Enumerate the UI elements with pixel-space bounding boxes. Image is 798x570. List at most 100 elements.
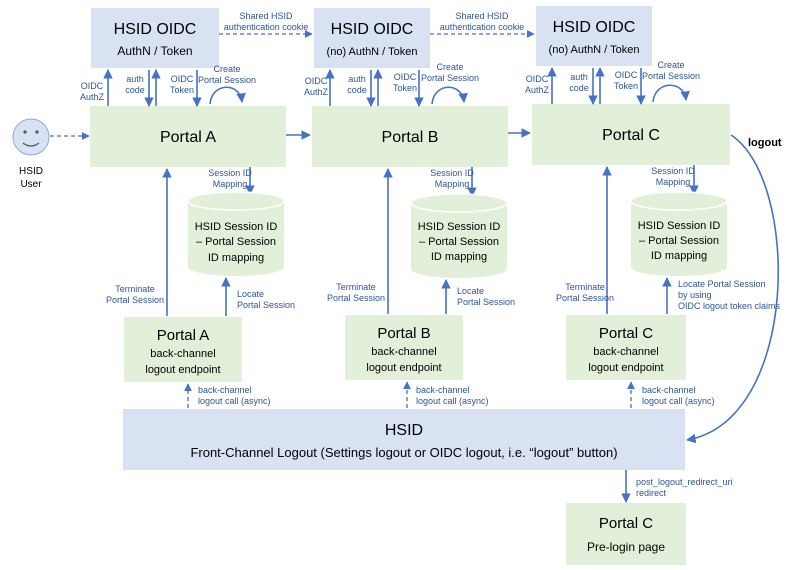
portal-a-label: Portal A — [160, 129, 216, 146]
bc-c-line1: back-channel — [593, 346, 658, 358]
session-db-b: HSID Session ID – Portal Session ID mapp… — [410, 193, 508, 278]
logout-label: logout — [748, 137, 782, 149]
oidc-links-b — [325, 69, 468, 107]
db-c-line2: – Portal Session — [639, 235, 719, 247]
bc-b-title: Portal B — [377, 325, 430, 342]
locate-label-c-3: OIDC logout token claims — [678, 301, 781, 311]
locate-label-c-2: by using — [678, 290, 712, 300]
oidc-box-a: HSID OIDC AuthN / Token — [91, 8, 219, 68]
authz-label-a-2: AuthZ — [80, 92, 105, 102]
oidc-a-title: HSID OIDC — [114, 21, 197, 38]
portal-b-label: Portal B — [382, 129, 439, 146]
bc-a-line1: back-channel — [150, 348, 215, 360]
code-label-b-1: auth — [348, 74, 366, 84]
code-label-c-1: auth — [570, 72, 588, 82]
terminate-label-a-2: Portal Session — [106, 295, 164, 305]
bc-b-line2: logout endpoint — [366, 362, 441, 374]
db-b-line1: HSID Session ID — [418, 221, 501, 233]
bc-call-label-a-2: logout call (async) — [198, 396, 271, 406]
code-label-a-1: auth — [126, 74, 144, 84]
token-label-a-1: OIDC — [171, 74, 194, 84]
terminate-label-a-1: Terminate — [115, 284, 155, 294]
terminate-label-b-2: Portal Session — [327, 293, 385, 303]
bc-call-label-b-2: logout call (async) — [416, 396, 489, 406]
session-map-label-a-2: Mapping — [213, 179, 248, 189]
bc-call-label-c-2: logout call (async) — [642, 396, 715, 406]
oidc-c-title: HSID OIDC — [553, 19, 636, 36]
hsid-title: HSID — [385, 422, 423, 439]
token-label-b-2: Token — [393, 83, 417, 93]
portal-a-box: Portal A — [90, 106, 286, 167]
bc-c-line2: logout endpoint — [588, 362, 663, 374]
prelogin-sub: Pre-login page — [587, 540, 665, 554]
session-db-c: HSID Session ID – Portal Session ID mapp… — [630, 191, 728, 276]
create-label-c-2: Portal Session — [642, 71, 700, 81]
session-map-label-b-1: Session ID — [430, 168, 474, 178]
locate-label-a-1: Locate — [237, 289, 264, 299]
locate-label-a-2: Portal Session — [237, 300, 295, 310]
user-label-1: HSID — [19, 166, 43, 177]
bc-b-line1: back-channel — [371, 346, 436, 358]
oidc-c-sub: (no) AuthN / Token — [549, 44, 640, 56]
db-c-line1: HSID Session ID — [638, 220, 721, 232]
terminate-label-c-2: Portal Session — [556, 293, 614, 303]
oidc-b-title: HSID OIDC — [331, 21, 414, 38]
token-label-c-2: Token — [614, 81, 638, 91]
authz-label-b-2: AuthZ — [304, 87, 329, 97]
prelogin-title: Portal C — [599, 515, 653, 532]
token-label-c-1: OIDC — [615, 70, 638, 80]
session-map-label-c-1: Session ID — [651, 166, 695, 176]
db-a-line2: – Portal Session — [196, 236, 276, 248]
portal-b-box: Portal B — [312, 106, 508, 167]
db-b-line3: ID mapping — [431, 251, 487, 263]
token-label-b-1: OIDC — [394, 72, 417, 82]
user-face-icon — [12, 118, 50, 156]
oidc-a-sub: AuthN / Token — [117, 44, 192, 58]
hsid-box: HSID Front-Channel Logout (Settings logo… — [123, 409, 685, 470]
code-label-b-2: code — [347, 85, 367, 95]
locate-label-c-1: Locate Portal Session — [678, 279, 766, 289]
logout-curve-arrow — [686, 134, 780, 444]
oidc-links-c — [547, 67, 690, 105]
bc-a-title: Portal A — [157, 327, 210, 344]
create-label-b-1: Create — [436, 62, 463, 72]
db-c-line3: ID mapping — [651, 250, 707, 262]
terminate-label-b-1: Terminate — [336, 282, 376, 292]
bc-call-label-b-1: back-channel — [416, 385, 470, 395]
cookie-label-bc-1: Shared HSID — [455, 11, 509, 21]
create-label-a-1: Create — [213, 64, 240, 74]
redirect-label-1: post_logout_redirect_uri — [636, 477, 733, 487]
locate-label-b-1: Locate — [457, 286, 484, 296]
token-label-a-2: Token — [170, 85, 194, 95]
bc-call-label-c-1: back-channel — [642, 385, 696, 395]
session-map-label-c-2: Mapping — [656, 177, 691, 187]
oidc-links-a — [103, 69, 246, 107]
terminate-label-c-1: Terminate — [565, 282, 605, 292]
code-label-c-2: code — [569, 83, 589, 93]
backchannel-box-b: Portal B back-channel logout endpoint — [345, 315, 463, 380]
authz-label-c-1: OIDC — [526, 74, 549, 84]
db-a-line1: HSID Session ID — [195, 221, 278, 233]
hsid-sub: Front-Channel Logout (Settings logout or… — [190, 445, 617, 460]
authz-label-c-2: AuthZ — [525, 85, 550, 95]
create-label-b-2: Portal Session — [421, 73, 479, 83]
create-label-a-2: Portal Session — [198, 75, 256, 85]
backchannel-box-a: Portal A back-channel logout endpoint — [124, 317, 242, 382]
create-label-c-1: Create — [657, 60, 684, 70]
prelogin-box: Portal C Pre-login page — [566, 503, 686, 565]
code-label-a-2: code — [125, 85, 145, 95]
oidc-box-c: HSID OIDC (no) AuthN / Token — [536, 6, 652, 66]
redirect-label-2: redirect — [636, 488, 667, 498]
authz-label-b-1: OIDC — [305, 76, 328, 86]
locate-label-b-2: Portal Session — [457, 297, 515, 307]
session-map-label-a-1: Session ID — [208, 168, 252, 178]
bc-a-line2: logout endpoint — [145, 364, 220, 376]
cookie-label-ab-1: Shared HSID — [239, 11, 293, 21]
user-label-2: User — [20, 179, 42, 190]
bc-call-label-a-1: back-channel — [198, 385, 252, 395]
db-a-line3: ID mapping — [208, 252, 264, 264]
backchannel-box-c: Portal C back-channel logout endpoint — [566, 315, 686, 380]
cookie-label-ab-2: authentication cookie — [224, 22, 309, 32]
bc-c-title: Portal C — [599, 325, 653, 342]
